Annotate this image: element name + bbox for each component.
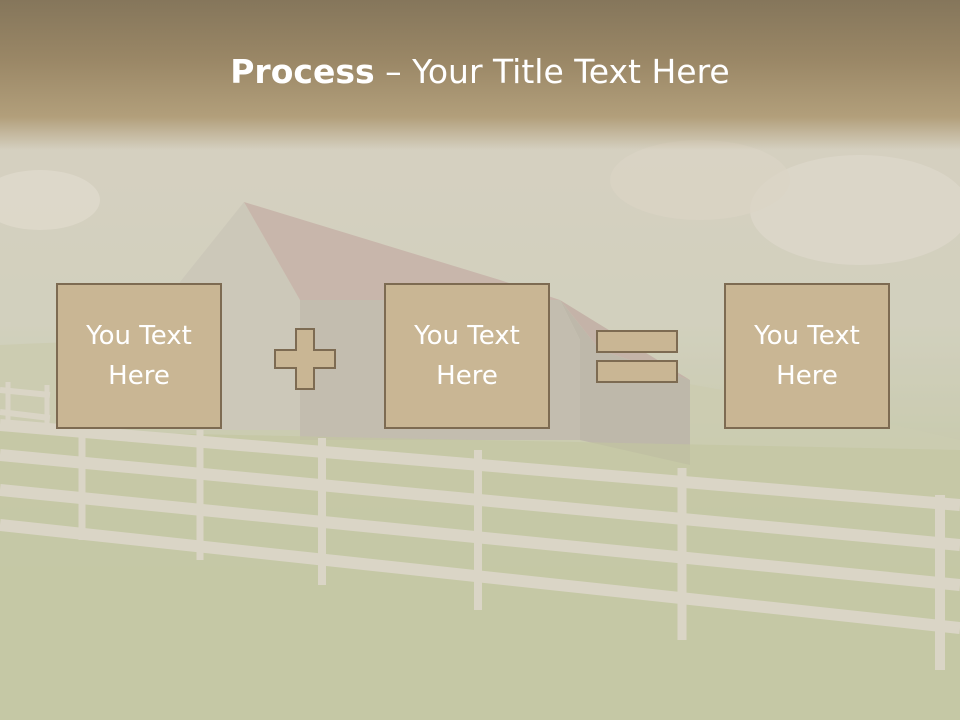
fence (0, 382, 960, 670)
process-box-3-text: You Text Here (754, 321, 860, 391)
process-box-2-text: You Text Here (414, 321, 520, 391)
title-rest-text: – Your Title Text Here (374, 52, 730, 91)
equals-icon (596, 330, 678, 383)
process-box-3[interactable]: You Text Here (724, 283, 890, 429)
title-bar (0, 0, 960, 150)
plus-icon (274, 328, 336, 390)
process-box-1-text: You Text Here (86, 321, 192, 391)
process-box-2[interactable]: You Text Here (384, 283, 550, 429)
title-bold-text: Process (230, 52, 375, 91)
slide-title[interactable]: Process – Your Title Text Here (0, 52, 960, 91)
process-box-1[interactable]: You Text Here (56, 283, 222, 429)
